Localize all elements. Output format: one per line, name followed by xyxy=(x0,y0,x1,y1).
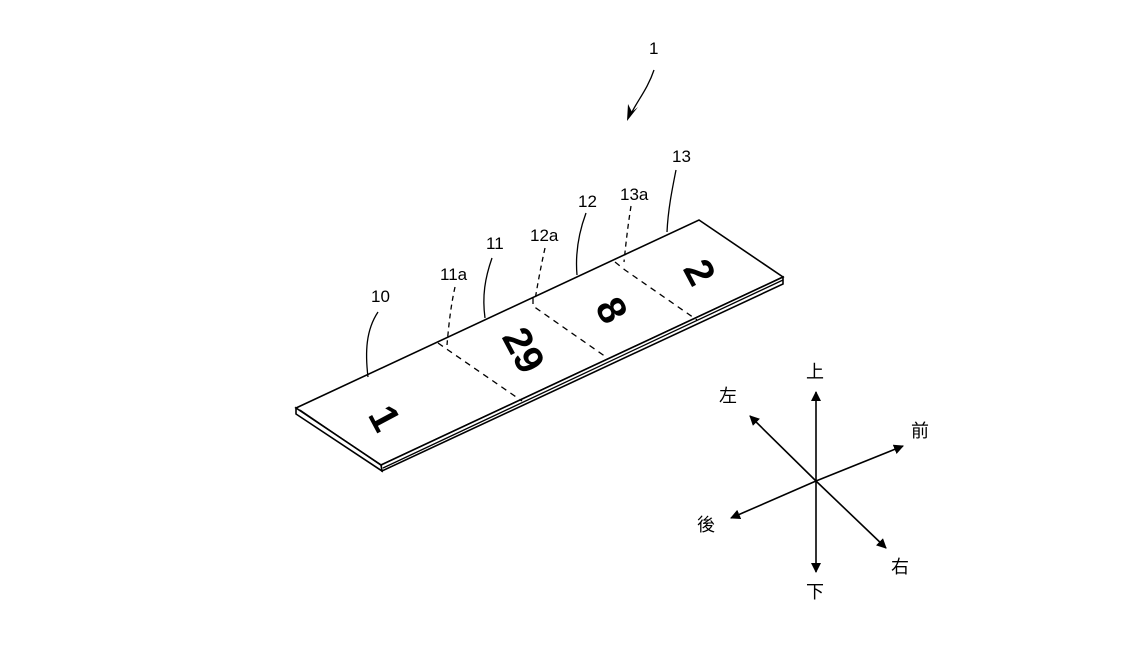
ref-label-12: 12 xyxy=(578,192,597,211)
leader-10 xyxy=(365,311,379,378)
axis-back-arrow xyxy=(730,480,817,519)
direction-label-front: 前 xyxy=(911,421,929,442)
ref-label-11: 11 xyxy=(486,234,504,253)
axis-front-arrow xyxy=(815,444,904,482)
direction-label-right: 右 xyxy=(891,557,909,578)
panel-boundaries xyxy=(437,261,698,402)
axis-left-arrow xyxy=(749,415,817,482)
leader-11a xyxy=(446,286,456,346)
assembly-leader-arrow xyxy=(631,69,655,113)
direction-label-back: 後 xyxy=(697,515,715,536)
ref-label-11a: 11a xyxy=(440,265,468,284)
leader-lines xyxy=(365,169,677,378)
leader-13a xyxy=(623,205,632,263)
ref-label-13: 13 xyxy=(672,147,691,166)
strip-layer-line xyxy=(382,279,784,469)
ref-label-13a: 13a xyxy=(620,185,649,204)
direction-label-left: 左 xyxy=(719,386,737,407)
ref-label-assembly: 1 xyxy=(649,39,658,58)
leader-11 xyxy=(483,257,493,319)
ref-label-12a: 12a xyxy=(530,226,559,245)
leader-13 xyxy=(666,169,677,233)
strip-top-layer-line xyxy=(299,409,383,467)
leader-12 xyxy=(575,212,587,276)
ref-label-10: 10 xyxy=(371,287,390,306)
boundary-12a xyxy=(532,298,607,358)
direction-compass: 上 下 左 右 前 後 xyxy=(697,362,929,603)
boundary-13a xyxy=(614,261,698,321)
assembly-arrowhead xyxy=(627,104,638,121)
boundary-11a xyxy=(437,342,523,402)
direction-label-up: 上 xyxy=(806,362,824,383)
leader-12a xyxy=(534,247,546,301)
strip-body xyxy=(294,219,785,473)
direction-label-down: 下 xyxy=(806,582,824,603)
axis-right-arrow xyxy=(815,480,887,549)
